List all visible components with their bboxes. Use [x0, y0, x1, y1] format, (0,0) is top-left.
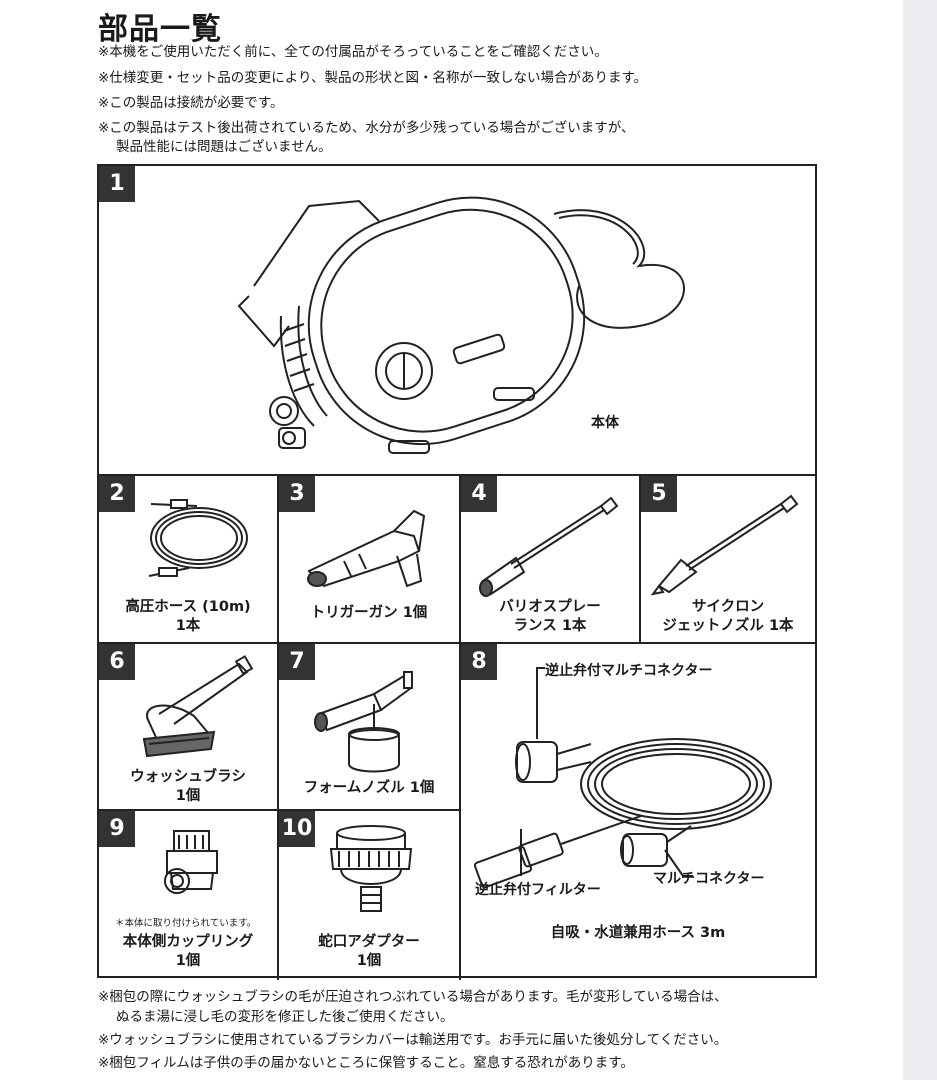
grid-line [639, 474, 641, 644]
part-2-caption-line1: 高圧ホース (10m) [125, 599, 251, 615]
part-1-cell: 1 [99, 166, 815, 474]
part-3-caption: トリガーガン 1個 [310, 605, 428, 621]
side-scroll-area[interactable] [903, 0, 937, 1080]
wash-brush-illustration [142, 655, 254, 758]
part-2-cell: 2 高圧ホース (10m) 1本 [99, 476, 277, 642]
document-page: 部品一覧 ※本機をご使用いただく前に、全ての付属品がそろっていることをご確認くだ… [0, 0, 903, 1080]
parts-grid: 1 [97, 164, 817, 980]
part-6-number: 6 [99, 644, 135, 680]
body-coupling-illustration [164, 830, 218, 894]
part-4-caption-line2: ランス 1本 [513, 618, 587, 634]
part-10-caption-line1: 蛇口アダプター [318, 934, 420, 950]
part-4-number: 4 [461, 476, 497, 512]
part-7-number: 7 [279, 644, 315, 680]
pressure-washer-illustration [237, 196, 685, 454]
note-bottom-1: ※梱包の際にウォッシュブラシの毛が圧迫されつぶれている場合があります。毛が変形し… [98, 989, 728, 1005]
cyclone-jet-nozzle-illustration [650, 494, 799, 596]
part-8-number: 8 [461, 644, 497, 680]
part-6-caption-line1: ウォッシュブラシ [130, 769, 246, 785]
trigger-gun-illustration [307, 509, 426, 588]
note-bottom-3: ※ウォッシュブラシに使用されているブラシカバーは輸送用です。お手元に届いた後処分… [98, 1032, 728, 1048]
note-bottom-4: ※梱包フィルムは子供の手の届かないところに保管すること。窒息する恐れがあります。 [98, 1055, 634, 1071]
note-top-1: ※本機をご使用いただく前に、全ての付属品がそろっていることをご確認ください。 [98, 44, 608, 60]
part-2-caption-line2: 1本 [175, 618, 201, 634]
part-9-cell: 9 ＊本体に取り付けられています。 本体側カップリング 1個 [99, 811, 277, 978]
part-1-label: 本体 [591, 415, 619, 431]
tap-adapter-illustration [329, 825, 413, 912]
note-top-4: ※この製品はテスト後出荷されているため、水分が多少残っている場合がございますが、 [98, 120, 635, 136]
part-9-caption-line2: 1個 [175, 953, 201, 969]
part-5-cell: 5 サイクロン ジェットノズル 1本 [641, 476, 815, 642]
high-pressure-hose-illustration [148, 499, 248, 577]
part-8-caption: 自吸・水道兼用ホース 3m [550, 925, 726, 941]
part-8-label-filter: 逆止弁付フィルター [475, 882, 601, 898]
vario-spray-lance-illustration [479, 496, 619, 597]
part-2-number: 2 [99, 476, 135, 512]
part-5-caption-line2: ジェットノズル 1本 [662, 618, 794, 634]
part-7-cell: 7 フォームノズル 1個 [279, 644, 459, 809]
part-7-caption: フォームノズル 1個 [303, 780, 435, 796]
part-5-number: 5 [641, 476, 677, 512]
part-9-caption-line1: 本体側カップリング [122, 934, 254, 950]
page-title: 部品一覧 [98, 12, 222, 47]
self-priming-hose-illustration [473, 667, 772, 889]
grid-line [99, 809, 459, 811]
grid-line [99, 474, 815, 476]
part-9-small-note: ＊本体に取り付けられています。 [115, 918, 257, 929]
part-10-cell: 10 蛇口アダプター 1個 [279, 811, 459, 978]
part-1-number: 1 [99, 166, 135, 202]
part-8-label-connector: マルチコネクター [653, 871, 765, 887]
part-5-caption-line1: サイクロン [691, 599, 765, 615]
note-top-2: ※仕様変更・セット品の変更により、製品の形状と図・名称が一致しない場合があります… [98, 70, 648, 86]
grid-line [277, 474, 279, 980]
part-4-cell: 4 バリオスプレー ランス 1本 [461, 476, 639, 642]
grid-line [99, 642, 459, 644]
part-3-cell: 3 トリガーガン 1個 [279, 476, 459, 642]
note-bottom-2: ぬるま湯に浸し毛の変形を修正した後ご使用ください。 [116, 1009, 454, 1025]
part-3-number: 3 [279, 476, 315, 512]
part-6-cell: 6 ウォッシュブラシ 1個 [99, 644, 277, 809]
grid-line [459, 642, 815, 644]
note-top-5: 製品性能には問題はございません。 [116, 139, 332, 155]
part-9-number: 9 [99, 811, 135, 847]
note-top-3: ※この製品は接続が必要です。 [98, 95, 284, 111]
grid-line [459, 474, 461, 980]
part-6-caption-line2: 1個 [175, 788, 201, 804]
part-10-number: 10 [279, 811, 315, 847]
part-8-cell: 8 逆止弁付マルチコネクター [461, 644, 815, 978]
part-10-caption-line2: 1個 [356, 953, 382, 969]
part-4-caption-line1: バリオスプレー [499, 599, 601, 615]
part-8-label-top: 逆止弁付マルチコネクター [545, 663, 713, 679]
foam-nozzle-illustration [314, 671, 413, 773]
